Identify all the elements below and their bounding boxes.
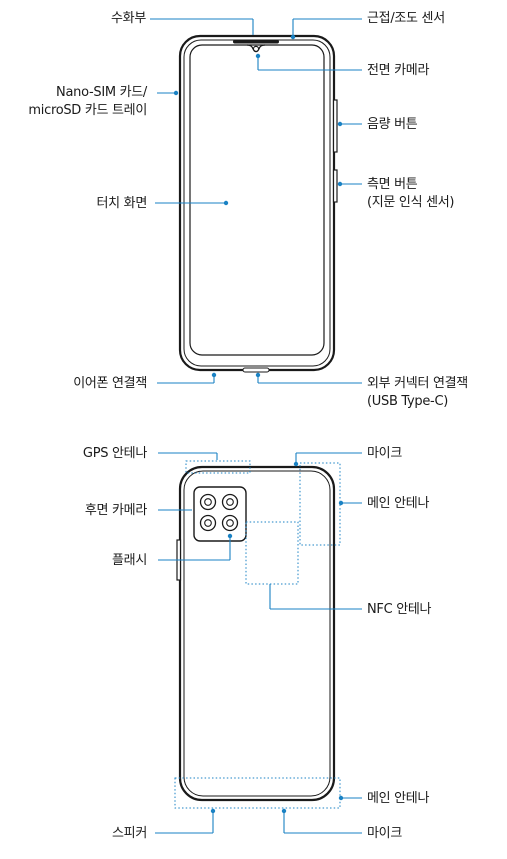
front-leaders [150, 18, 362, 384]
camera-lens-2 [221, 493, 239, 511]
label-side-button-line2: (지문 인식 센서) [367, 195, 455, 210]
front-camera-lens [252, 45, 260, 53]
label-front-camera: 전면 카메라 [367, 63, 430, 78]
label-usb-connector-line1: 외부 커넥터 연결잭 [367, 376, 468, 391]
label-main-antenna-top: 메인 안테나 [367, 496, 430, 511]
label-main-antenna-bottom: 메인 안테나 [367, 791, 430, 806]
camera-module [193, 486, 247, 542]
label-mic-top: 마이크 [367, 446, 402, 461]
back-phone [176, 465, 336, 802]
camera-lens-3 [199, 514, 217, 532]
camera-lens-4 [221, 514, 239, 532]
label-rear-camera: 후면 카메라 [84, 503, 147, 518]
label-sim-tray-line2: microSD 카드 트레이 [28, 103, 147, 118]
back-leaders [155, 452, 362, 834]
label-nfc-antenna: NFC 안테나 [367, 602, 432, 617]
nfc-antenna-region [245, 521, 299, 585]
label-earphone-jack: 이어폰 연결잭 [73, 376, 147, 391]
label-gps-antenna: GPS 안테나 [82, 446, 147, 461]
camera-lens-1 [199, 493, 217, 511]
label-side-button-line1: 측면 버튼 [367, 177, 418, 192]
label-mic-bottom: 마이크 [367, 826, 402, 841]
back-body-inner [183, 470, 331, 797]
gps-antenna-region [185, 460, 251, 474]
front-phone [178, 34, 338, 373]
label-usb-connector-line2: (USB Type-C) [367, 394, 448, 409]
label-touchscreen: 터치 화면 [96, 196, 148, 211]
earpiece-slot [233, 40, 279, 44]
volume-button-shape [332, 99, 338, 153]
antenna-regions [174, 460, 341, 809]
main-antenna-top-region [299, 462, 341, 546]
label-proximity-light-sensor: 근접/조도 센서 [367, 11, 445, 26]
front-screen-outline [189, 44, 325, 356]
label-earpiece: 수화부 [111, 11, 146, 26]
main-antenna-bottom-region [174, 777, 341, 809]
label-volume-button: 음량 버튼 [367, 117, 418, 132]
side-button-shape [332, 169, 338, 203]
label-flash: 플래시 [112, 553, 147, 568]
label-sim-tray-line1: Nano-SIM 카드/ [56, 85, 147, 100]
label-speaker: 스피커 [112, 826, 147, 841]
usb-port-shape [242, 367, 270, 373]
